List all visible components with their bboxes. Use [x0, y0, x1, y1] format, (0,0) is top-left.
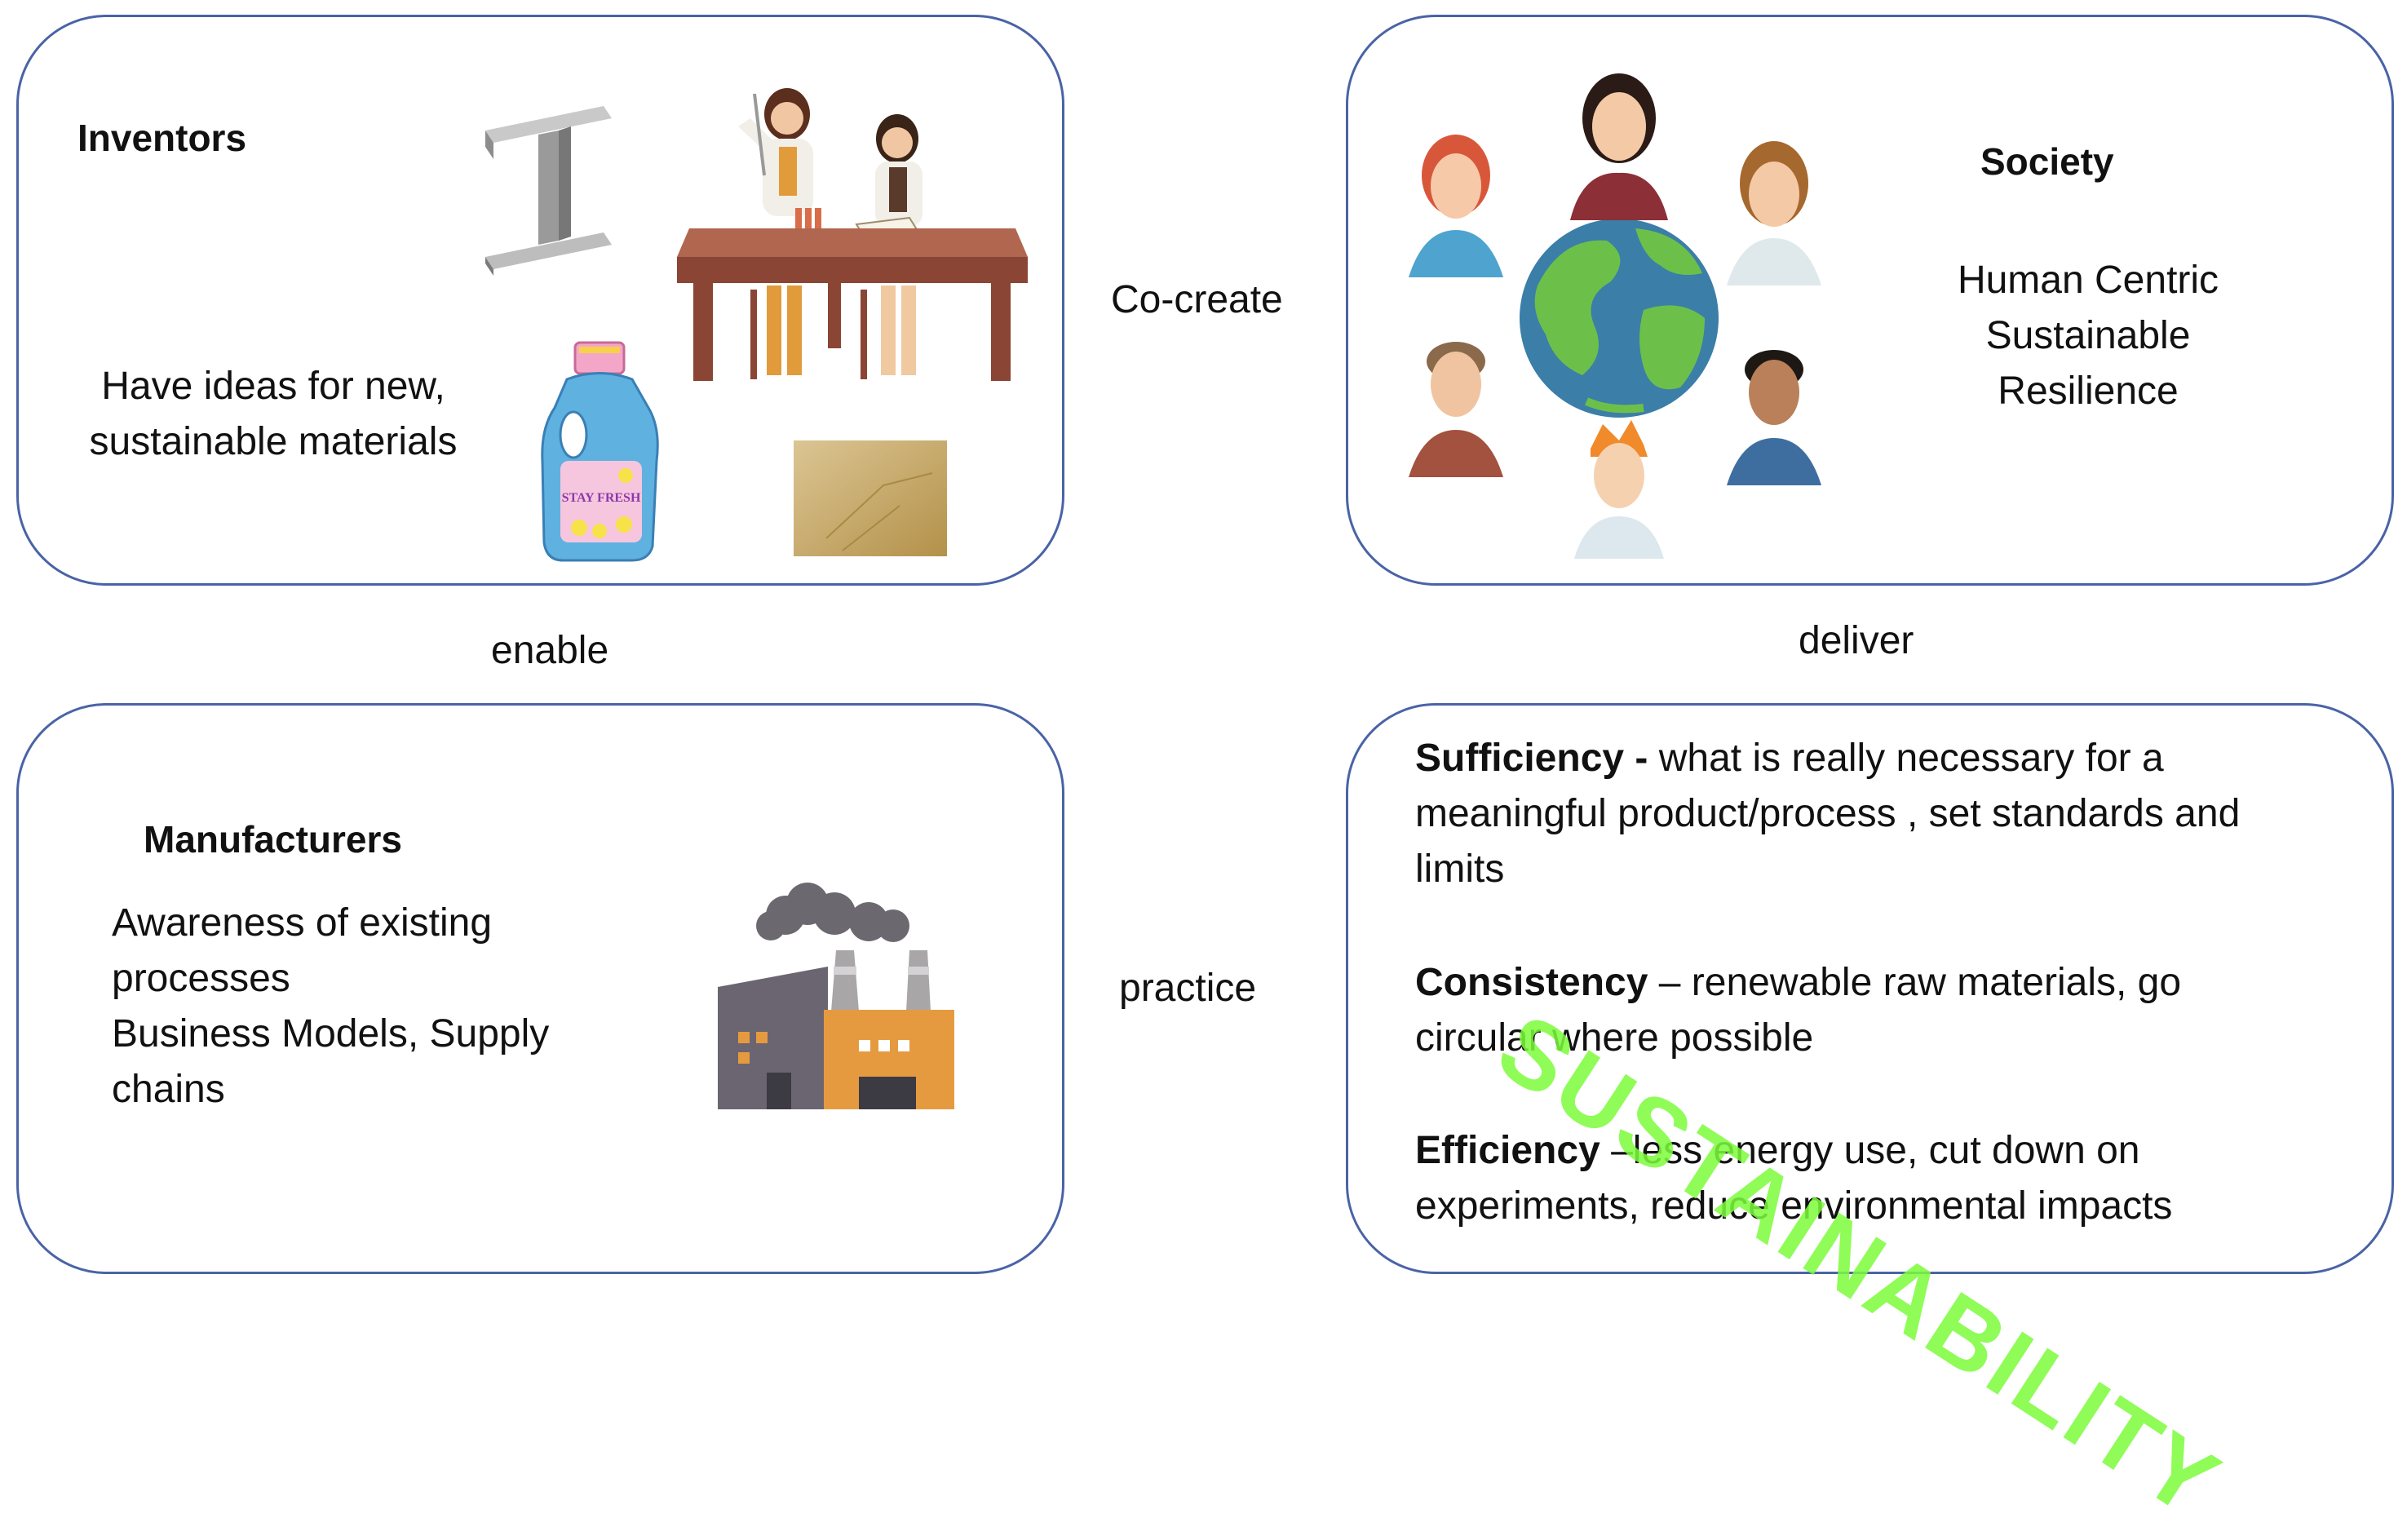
steel-beam-icon [485, 106, 612, 276]
manufacturers-line: chains [112, 1068, 225, 1111]
detergent-bottle-icon: STAY FRESH [541, 341, 659, 562]
efficiency-paragraph: Efficiency –less energy use, cut down on… [1415, 1123, 2353, 1234]
efficiency-term: Efficiency [1415, 1129, 1600, 1172]
sufficiency-paragraph: Sufficiency - what is really necessary f… [1415, 731, 2353, 897]
consistency-text: – renewable raw materials, go [1648, 961, 2182, 1004]
manufacturers-description: Awareness of existing processes Business… [112, 896, 601, 1117]
efficiency-line: Efficiency –less energy use, cut down on [1415, 1123, 2353, 1179]
efficiency-line: experiments, reduce environmental impact… [1415, 1184, 2173, 1228]
efficiency-text: –less energy use, cut down on [1600, 1129, 2140, 1172]
inventors-title: Inventors [77, 117, 247, 159]
society-box [1346, 15, 2394, 586]
society-value: Sustainable [1985, 314, 2191, 357]
manufacturers-line: Business Models, Supply [112, 1012, 550, 1055]
society-values: Human Centric Sustainable Resilience [1900, 253, 2276, 419]
scientists-at-desk-illustration [677, 88, 1028, 381]
inventors-description-line: Have ideas for new, [101, 365, 445, 408]
sufficiency-line: Sufficiency - what is really necessary f… [1415, 731, 2353, 786]
globe-icon [1520, 219, 1719, 418]
sustainability-box [1346, 703, 2394, 1274]
co-create-label: Co-create [1111, 278, 1283, 321]
society-value: Resilience [1998, 370, 2179, 413]
people-avatars-icon [1409, 73, 1821, 559]
inventors-description: Have ideas for new, sustainable material… [49, 359, 498, 470]
material-sheet-icon [794, 440, 947, 556]
society-title: Society [1980, 140, 2114, 183]
consistency-paragraph: Consistency – renewable raw materials, g… [1415, 955, 2353, 1066]
practice-label: practice [1119, 967, 1257, 1010]
enable-label: enable [491, 629, 609, 672]
factory-icon [718, 883, 954, 1109]
consistency-line: circular where possible [1415, 1016, 1814, 1060]
manufacturers-line: processes [112, 957, 290, 1000]
inventors-description-line: sustainable materials [89, 420, 458, 463]
manufacturers-line: Awareness of existing [112, 901, 493, 945]
sufficiency-text: what is really necessary for a [1648, 737, 2164, 780]
sufficiency-line: meaningful product/process , set standar… [1415, 792, 2241, 835]
manufacturers-title: Manufacturers [144, 818, 402, 861]
sufficiency-line: limits [1415, 847, 1505, 891]
globe-with-people-illustration [1409, 73, 1821, 559]
society-value: Human Centric [1957, 259, 2219, 302]
detergent-label: STAY FRESH [562, 491, 641, 505]
consistency-line: Consistency – renewable raw materials, g… [1415, 955, 2353, 1011]
manufacturers-box [16, 703, 1064, 1274]
deliver-label: deliver [1799, 619, 1914, 662]
sufficiency-term: Sufficiency - [1415, 737, 1648, 780]
consistency-term: Consistency [1415, 961, 1648, 1004]
